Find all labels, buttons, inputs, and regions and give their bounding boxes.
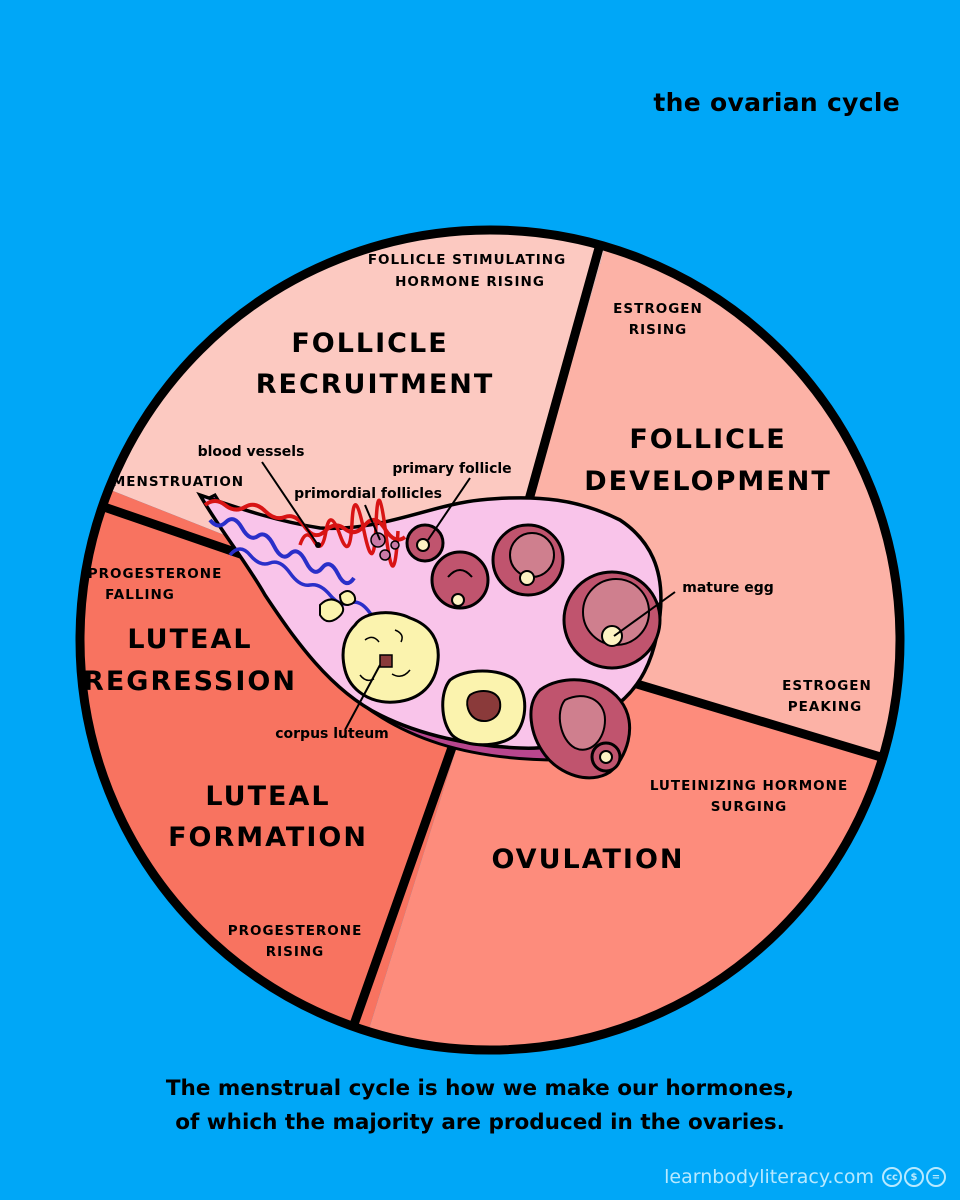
hormone-estrogen-peaking-2: PEAKING bbox=[788, 699, 862, 715]
label-blood-vessels: blood vessels bbox=[198, 444, 305, 460]
label-mature-egg: mature egg bbox=[682, 580, 774, 596]
hormone-estrogen-rising-2: RISING bbox=[629, 322, 688, 338]
phase-name-follicle-recruitment-1: FOLLICLE bbox=[291, 328, 448, 359]
caption-line-2: of which the majority are produced in th… bbox=[175, 1110, 785, 1135]
hormone-progesterone-falling-2: FALLING bbox=[105, 587, 175, 603]
wedge-ovulation bbox=[330, 640, 900, 1050]
hormone-progesterone-rising-1: PROGESTERONE bbox=[228, 923, 363, 939]
phase-name-ovulation: OVULATION bbox=[491, 844, 684, 875]
hormone-lh-surging-2: SURGING bbox=[711, 799, 788, 815]
hormone-estrogen-rising-1: ESTROGEN bbox=[613, 301, 703, 317]
phase-name-follicle-recruitment-2: RECRUITMENT bbox=[256, 369, 495, 400]
credit-footer: learnbodyliteracy.com cc$= bbox=[664, 1166, 946, 1188]
phase-name-luteal-formation-2: FORMATION bbox=[168, 822, 368, 853]
credit-link[interactable]: learnbodyliteracy.com bbox=[664, 1166, 874, 1188]
phase-name-luteal-regression-1: LUTEAL bbox=[127, 624, 252, 655]
phase-name-luteal-formation-1: LUTEAL bbox=[205, 781, 330, 812]
phase-name-luteal-regression-2: REGRESSION bbox=[83, 666, 297, 697]
label-primary-follicle: primary follicle bbox=[392, 461, 511, 477]
figure-title: the ovarian cycle bbox=[653, 88, 900, 117]
phase-name-follicle-development-1: FOLLICLE bbox=[629, 424, 786, 455]
hormone-progesterone-falling-1: PROGESTERONE bbox=[88, 566, 223, 582]
label-corpus-luteum: corpus luteum bbox=[275, 726, 389, 742]
wedge-follicle-recruitment bbox=[80, 230, 900, 640]
hormone-progesterone-rising-2: RISING bbox=[266, 944, 325, 960]
hormone-lh-surging-1: LUTEINIZING HORMONE bbox=[650, 778, 848, 794]
hormone-estrogen-peaking-1: ESTROGEN bbox=[782, 678, 872, 694]
ovary-illustration bbox=[196, 461, 676, 780]
hormone-fsh-rising-1: FOLLICLE STIMULATING bbox=[368, 252, 566, 268]
creative-commons-icon: cc$= bbox=[882, 1167, 946, 1187]
label-primordial-follicles: primordial follicles bbox=[294, 486, 442, 502]
hormone-fsh-rising-2: HORMONE RISING bbox=[395, 274, 545, 290]
menstruation-label: MENSTRUATION bbox=[112, 474, 244, 490]
phase-name-follicle-development-2: DEVELOPMENT bbox=[584, 466, 832, 497]
caption-line-1: The menstrual cycle is how we make our h… bbox=[165, 1076, 795, 1101]
